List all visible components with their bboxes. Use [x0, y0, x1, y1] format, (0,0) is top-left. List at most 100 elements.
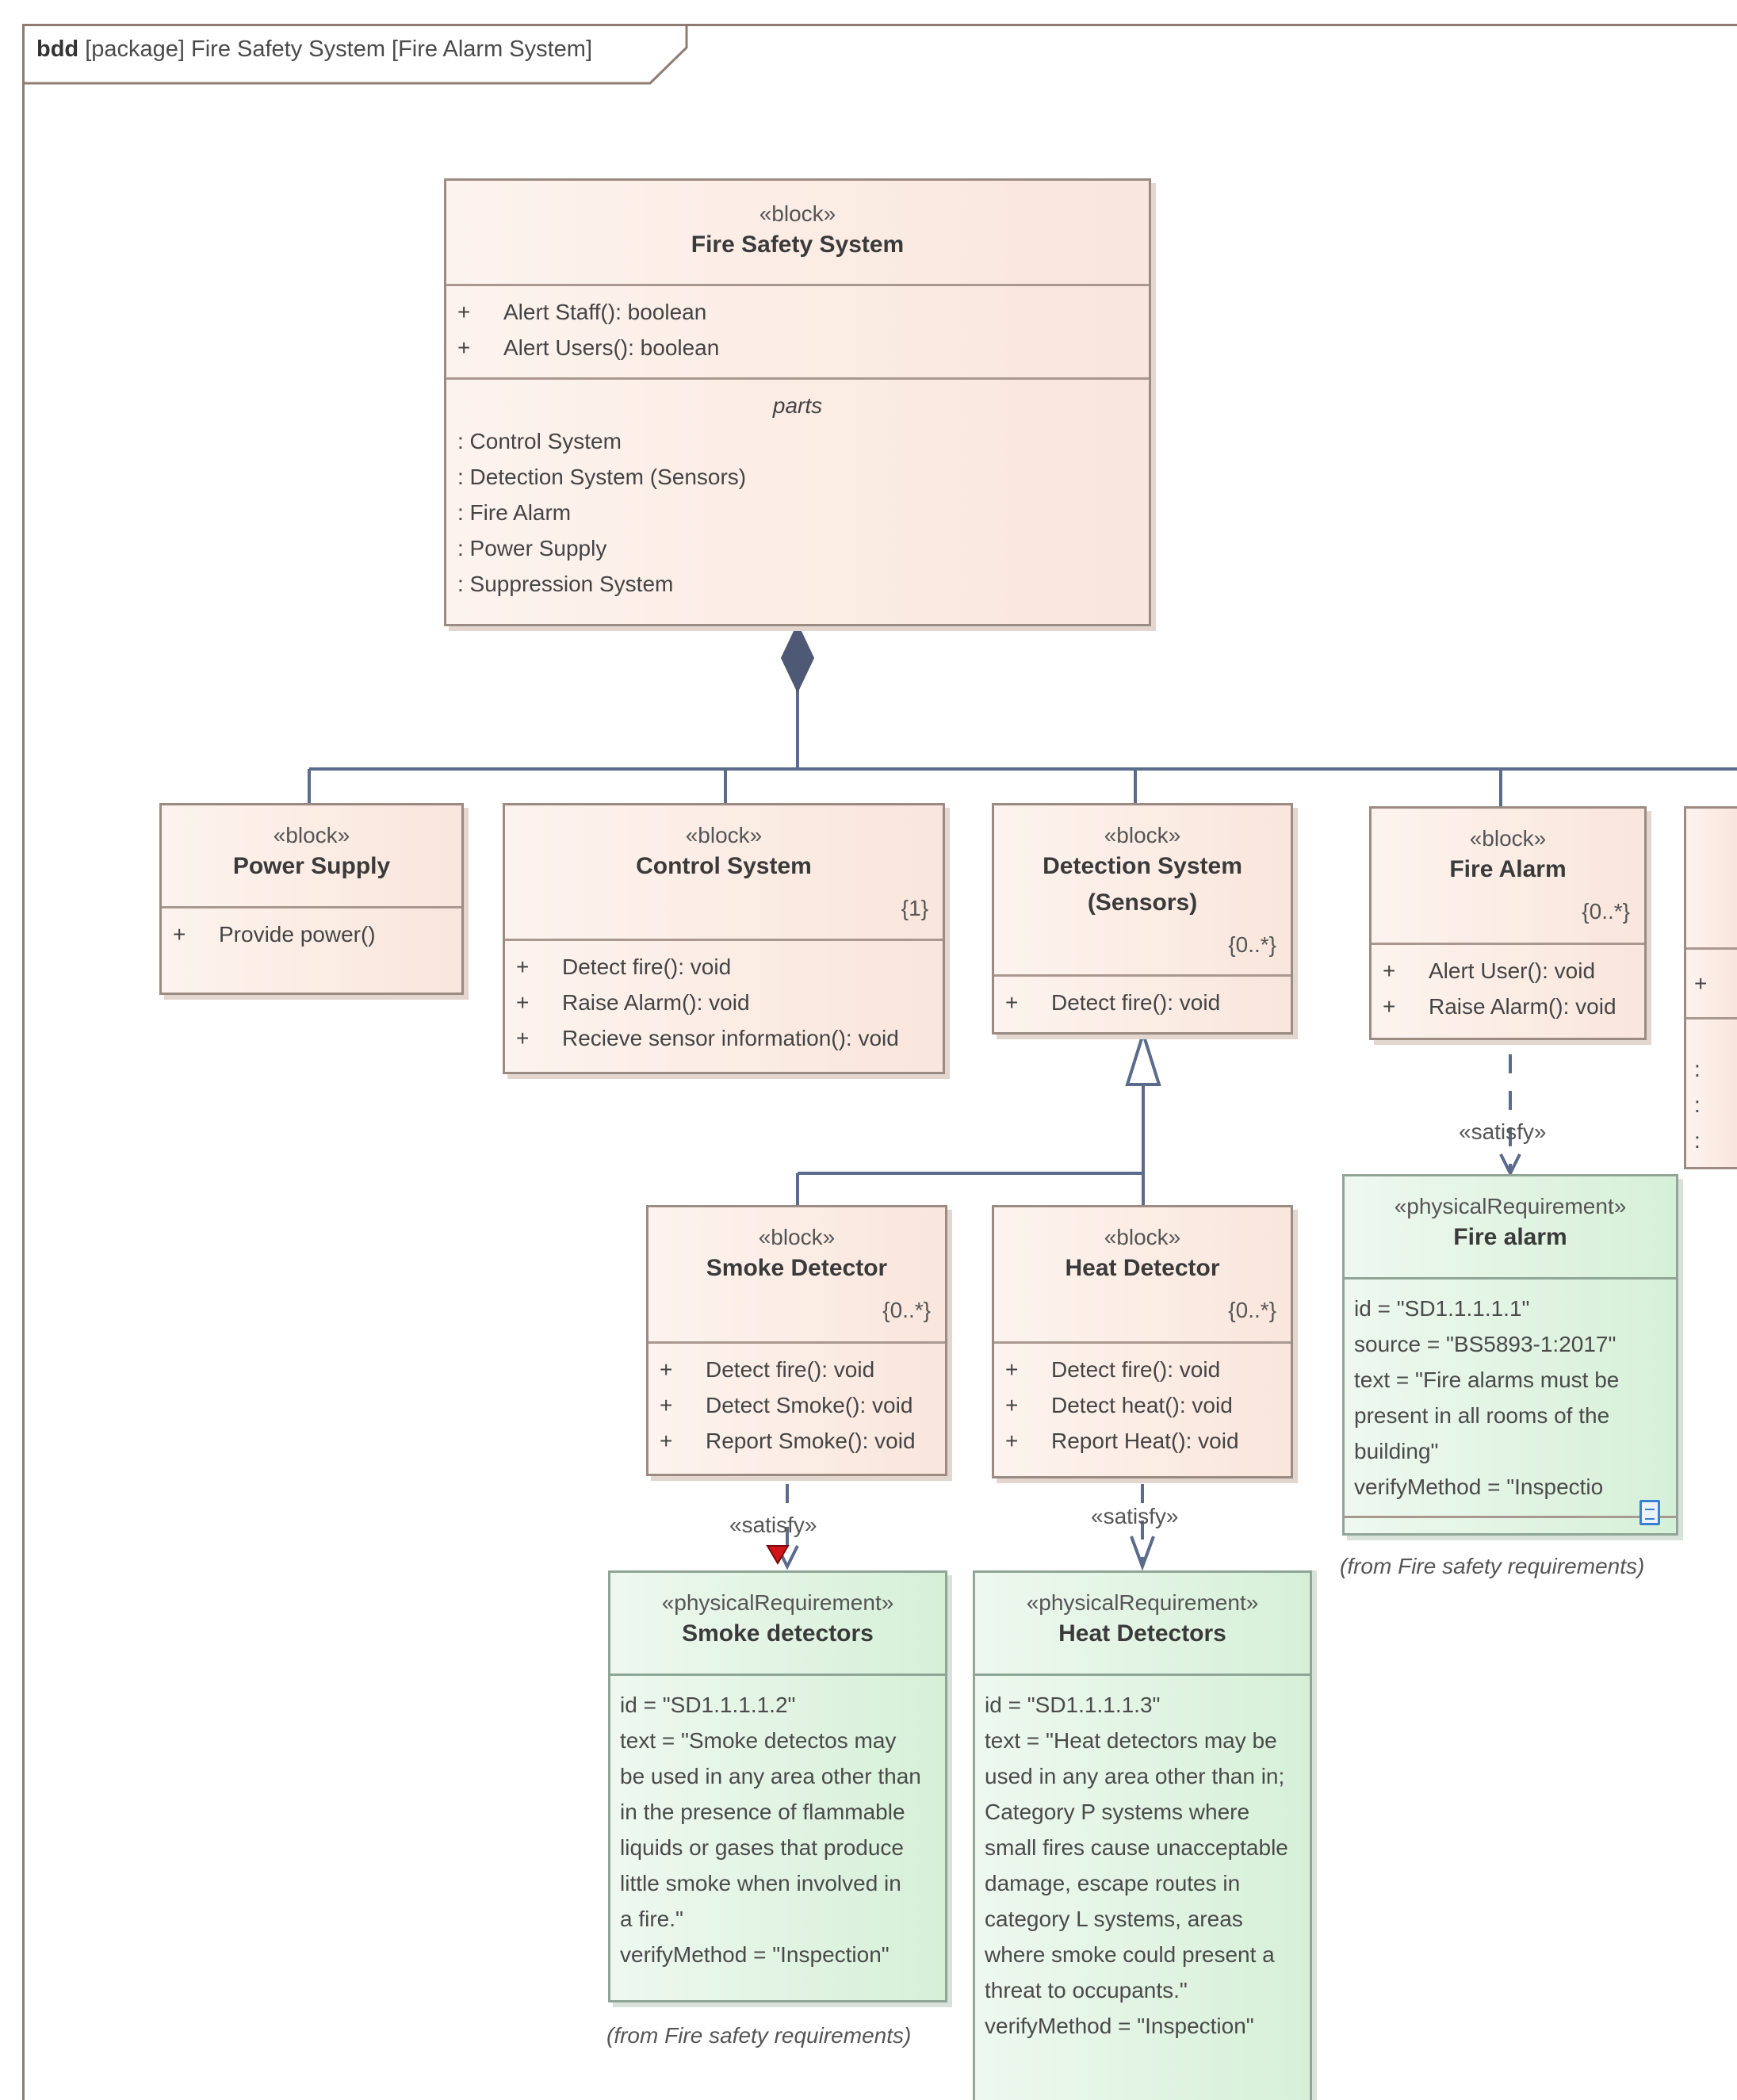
tag-text-cont: category L systems, areas: [985, 1907, 1243, 1931]
visibility-mark: +: [1005, 990, 1019, 1015]
tag-text-cont: used in any area other than in;: [985, 1764, 1285, 1788]
tag-text-cont: where smoke could present a: [985, 1942, 1275, 1967]
block-header: «block» Control System {1}: [505, 805, 943, 941]
block-name: Power Supply: [232, 853, 391, 879]
visibility-mark: +: [660, 1429, 673, 1453]
operations-compartment: +Detect fire(): void +Raise Alarm(): voi…: [505, 941, 943, 1064]
block-header: «block» Power Supply: [162, 805, 461, 908]
parts-compartment: : : :: [1686, 1019, 1737, 1167]
block-stereotype: «block»: [758, 1225, 836, 1249]
operation-row: +Detect fire(): void: [516, 949, 932, 985]
tag-id: id = "SD1.1.1.1.2": [620, 1693, 796, 1717]
requirement-stereotype: «physicalRequirement»: [1026, 1590, 1259, 1615]
tag-text-cont: a fire.": [620, 1907, 683, 1931]
satisfy-fire-alarm-arrowhead: [1499, 1153, 1521, 1177]
block-stereotype: «block»: [685, 823, 763, 847]
parts-compartment: parts : Control System : Detection Syste…: [446, 380, 1149, 610]
part-row: : Control System: [457, 429, 622, 453]
tag-id: id = "SD1.1.1.1.1": [1354, 1296, 1530, 1321]
block-partial-suppression[interactable]: + : : :: [1684, 806, 1737, 1169]
tag-text-cont: little smoke when involved in: [620, 1871, 901, 1895]
block-stereotype: «block»: [1469, 826, 1547, 851]
requirement-fire-alarm[interactable]: «physicalRequirement» Fire alarm id = "S…: [1342, 1174, 1678, 1536]
satisfy-label-fire-alarm: «satisfy»: [1459, 1119, 1547, 1144]
block-multiplicity: {0..*}: [1228, 1298, 1276, 1322]
visibility-mark: +: [1005, 1393, 1019, 1417]
block-header: «block» Detection System (Sensors) {0..*…: [994, 805, 1291, 977]
frame-title: [package] Fire Safety System [Fire Alarm…: [78, 36, 593, 62]
block-multiplicity: {0..*}: [1228, 932, 1276, 957]
visibility-mark: +: [457, 300, 471, 324]
requirement-tags: id = "SD1.1.1.1.2" text = "Smoke detecto…: [610, 1676, 945, 1983]
operation-row: +Report Heat(): void: [1005, 1423, 1280, 1459]
block-fire-safety-system[interactable]: «block» Fire Safety System +Alert Staff(…: [444, 178, 1151, 626]
tag-text: text = "Smoke detectos may: [620, 1728, 897, 1753]
block-header: [1686, 809, 1737, 950]
block-name: Fire Alarm: [1449, 856, 1567, 882]
block-fire-alarm[interactable]: «block» Fire Alarm {0..*} +Alert User():…: [1369, 806, 1647, 1040]
part-mark: :: [1694, 1057, 1701, 1081]
tag-text-cont: in the presence of flammable: [620, 1800, 905, 1824]
requirement-heat-detectors[interactable]: «physicalRequirement» Heat Detectors id …: [973, 1570, 1312, 2100]
operations-compartment: +Alert Staff(): boolean +Alert Users(): …: [446, 286, 1149, 380]
block-stereotype: «block»: [273, 823, 350, 847]
operation-row: +Detect Smoke(): void: [660, 1387, 934, 1423]
block-name: Fire Safety System: [691, 231, 905, 258]
frame-label: bdd [package] Fire Safety System [Fire A…: [36, 36, 592, 63]
requirement-name: Heat Detectors: [1058, 1620, 1226, 1647]
operation-row: +Provide power(): [173, 916, 450, 952]
composition-diamond: [780, 622, 815, 694]
linked-document-icon[interactable]: [1639, 1500, 1660, 1525]
block-heat-detector[interactable]: «block» Heat Detector {0..*} +Detect fir…: [992, 1205, 1293, 1478]
block-name: Heat Detector: [1065, 1255, 1220, 1281]
satisfy-heat-arrowhead: [1130, 1536, 1155, 1571]
requirement-stereotype: «physicalRequirement»: [1394, 1194, 1627, 1218]
requirement-smoke-detectors[interactable]: «physicalRequirement» Smoke detectors id…: [608, 1570, 947, 2002]
tag-verify-method: verifyMethod = "Inspection": [985, 2014, 1254, 2038]
requirement-package-note: (from Fire safety requirements): [606, 2023, 912, 2048]
tag-source: source = "BS5893-1:2017": [1354, 1332, 1616, 1356]
tag-text-cont: liquids or gases that produce: [620, 1835, 904, 1860]
block-name-line-2: (Sensors): [1087, 889, 1198, 916]
frame-label-tab: [24, 25, 688, 85]
block-multiplicity: {1}: [901, 896, 928, 920]
operations-compartment: +Detect fire(): void: [994, 977, 1291, 1028]
requirement-header: «physicalRequirement» Smoke detectors: [610, 1573, 945, 1676]
visibility-mark: +: [1005, 1429, 1019, 1453]
visibility-mark: +: [1383, 958, 1396, 983]
tag-verify-method: verifyMethod = "Inspection": [620, 1942, 890, 1967]
block-detection-system[interactable]: «block» Detection System (Sensors) {0..*…: [992, 803, 1293, 1035]
operation-row: +Detect fire(): void: [1005, 985, 1280, 1020]
satisfy-label-heat: «satisfy»: [1091, 1504, 1179, 1528]
block-header: «block» Heat Detector {0..*}: [994, 1207, 1291, 1344]
operation-row: +Recieve sensor information(): void: [516, 1020, 932, 1056]
visibility-mark: +: [173, 922, 186, 947]
block-stereotype: «block»: [759, 201, 836, 226]
operations-compartment: +: [1686, 950, 1737, 1019]
requirement-stereotype: «physicalRequirement»: [661, 1590, 894, 1615]
part-row: : Detection System (Sensors): [457, 465, 747, 489]
part-row: : Fire Alarm: [457, 500, 572, 525]
visibility-mark: +: [516, 1026, 530, 1050]
operations-compartment: +Detect fire(): void +Detect heat(): voi…: [994, 1344, 1291, 1467]
tag-text-cont: damage, escape routes in: [985, 1871, 1241, 1895]
operation-row: +Alert User(): void: [1383, 953, 1633, 989]
visibility-mark: +: [660, 1393, 673, 1417]
block-control-system[interactable]: «block» Control System {1} +Detect fire(…: [503, 803, 945, 1074]
tag-text-cont: threat to occupants.": [985, 1978, 1188, 2002]
block-name: Smoke Detector: [706, 1255, 888, 1281]
visibility-mark: +: [1383, 994, 1396, 1019]
operation-row: +Alert Staff(): boolean: [457, 294, 1138, 330]
requirement-tags: id = "SD1.1.1.1.1" source = "BS5893-1:20…: [1345, 1280, 1676, 1518]
block-power-supply[interactable]: «block» Power Supply +Provide power(): [159, 803, 464, 995]
block-name: Control System: [636, 853, 812, 879]
parts-title: parts: [772, 393, 823, 418]
visibility-mark: +: [1005, 1357, 1019, 1382]
part-row: : Suppression System: [457, 572, 674, 596]
operation-row: +Detect fire(): void: [1005, 1352, 1280, 1387]
operation-row: +Raise Alarm(): void: [1383, 989, 1633, 1024]
part-mark: :: [1694, 1092, 1701, 1117]
tag-text-cont: small fires cause unacceptable: [985, 1835, 1288, 1860]
block-smoke-detector[interactable]: «block» Smoke Detector {0..*} +Detect fi…: [646, 1205, 947, 1476]
